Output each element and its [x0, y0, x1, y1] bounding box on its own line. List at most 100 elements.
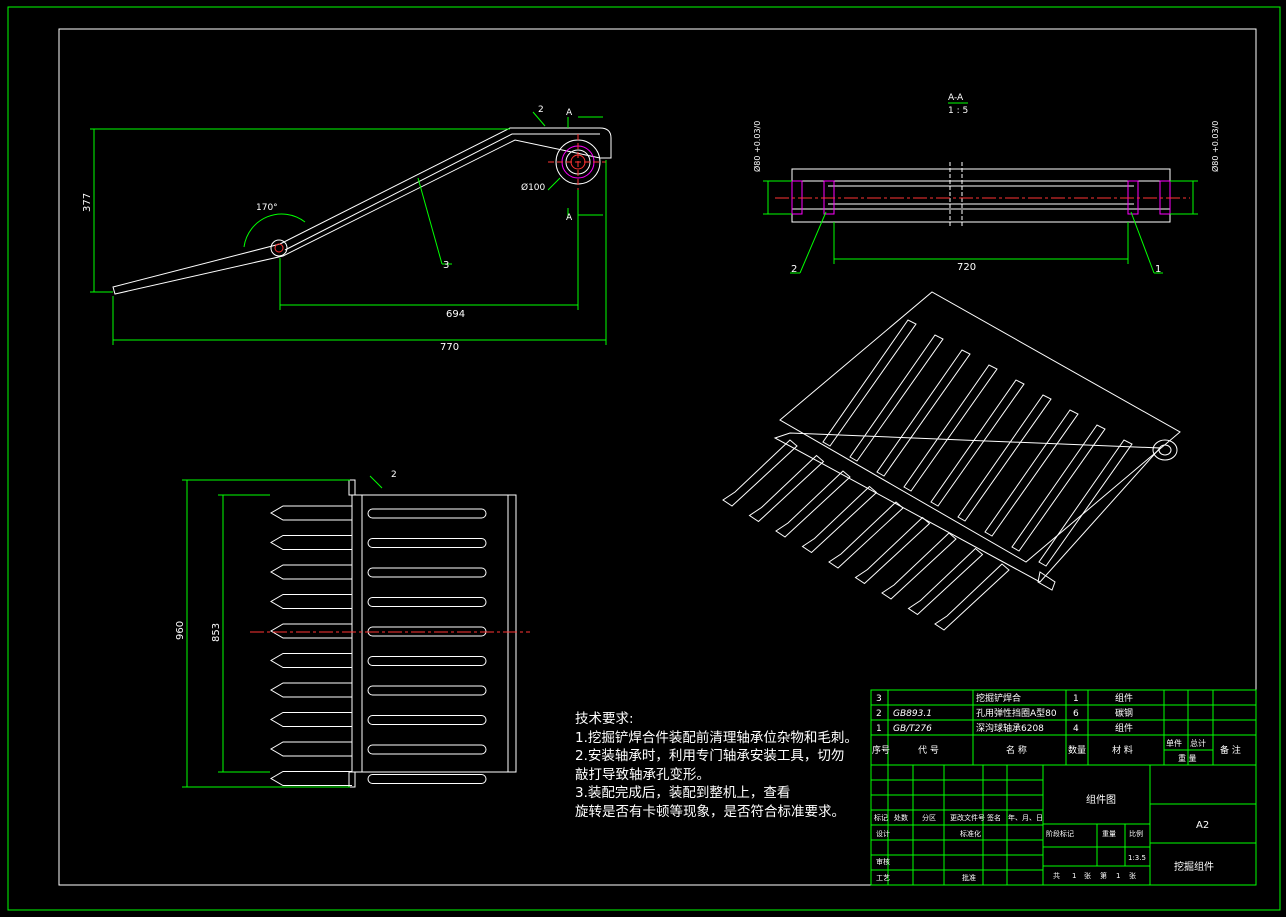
iso-front-tine: [801, 485, 878, 554]
iso-front-tine: [828, 501, 904, 569]
bom-header-unit: 单件: [1166, 738, 1182, 748]
iso-front-tine: [775, 470, 851, 538]
dim-377: 377: [82, 193, 93, 212]
dim-694: 694: [446, 309, 465, 320]
iso-front-tine: [722, 439, 798, 507]
bom-header-no: 序号: [872, 744, 890, 756]
bom-row-1-qty: 4: [1073, 724, 1079, 734]
tb-weight: 重量: [1102, 830, 1116, 838]
top-tine: [270, 771, 352, 786]
tb-sheets-total: 共: [1053, 871, 1060, 880]
tb-sheet-no: 第: [1100, 871, 1107, 880]
top-tine: [270, 623, 352, 639]
bom-header-total: 总计: [1190, 738, 1206, 748]
top-slot: [367, 538, 487, 548]
tb-review: 审核: [876, 857, 890, 866]
iso-front-tine: [934, 563, 1010, 631]
side-view: [112, 127, 612, 295]
tb-sheets-total-value: 1: [1072, 872, 1076, 880]
notes-line-1: 1.挖掘铲焊合件装配前清理轴承位杂物和毛刺。: [575, 729, 858, 746]
section-view: [775, 162, 1190, 228]
section-scale: 1 : 5: [948, 106, 968, 116]
inner-frame: [58, 28, 1257, 886]
dim-853: 853: [211, 623, 222, 642]
iso-back-tine: [903, 364, 998, 492]
section-view-dimensions: [763, 102, 1198, 274]
top-tine: [270, 594, 352, 609]
iso-front-tine: [907, 547, 984, 616]
notes-line-3: 敲打导致轴承孔变形。: [575, 766, 710, 783]
tb-mark: 标记: [874, 813, 888, 822]
bom-row-1-no: 1: [876, 724, 882, 734]
iso-back-tine: [849, 334, 944, 462]
dim-720: 720: [957, 262, 976, 273]
bom-header-code: 代 号: [918, 745, 939, 756]
top-slot: [367, 685, 487, 696]
top-tine: [270, 505, 352, 521]
bom-row-3-name: 挖掘铲焊合: [976, 692, 1021, 704]
tb-design: 设计: [876, 829, 890, 838]
top-slot: [367, 656, 487, 666]
dim-770: 770: [440, 342, 459, 353]
top-tine: [270, 682, 352, 698]
tb-ratio: 比例: [1129, 829, 1143, 838]
iso-front-tine: [748, 454, 825, 523]
outer-frame: [7, 6, 1281, 911]
top-slot: [367, 508, 487, 519]
section-view-labels: A-A 1 : 5 720 Ø80 +0.03/0 Ø80 +0.03/0 2 …: [752, 93, 1220, 275]
notes-line-4: 3.装配完成后，装配到整机上，查看: [575, 785, 791, 801]
iso-back-tine: [957, 394, 1052, 522]
top-weld-symbol: 2: [391, 470, 397, 480]
bom-row-1-code: GB/T276: [893, 724, 932, 734]
bom-row-1-name: 深沟球轴承6208: [976, 722, 1044, 734]
bom-row-2-qty: 6: [1073, 709, 1079, 719]
top-slot: [367, 597, 487, 607]
paper-size: A2: [1196, 820, 1209, 831]
bom-row-2-name: 孔用弹性挡圈A型80: [976, 707, 1057, 719]
notes-line-2: 2.安装轴承时，利用专门轴承安装工具，切勿: [575, 748, 845, 764]
top-view-labels: 960 853 2: [175, 470, 397, 642]
top-view-dimensions: [182, 475, 383, 788]
tb-count: 处数: [894, 813, 908, 822]
tb-stage: 阶段标记: [1046, 829, 1074, 838]
tb-change-doc: 更改文件号: [950, 813, 985, 822]
dim-960: 960: [175, 621, 186, 640]
bom-header-weight: 重 量: [1178, 753, 1197, 763]
bom-header-remark: 备 注: [1220, 744, 1241, 756]
tb-sign: 签名: [987, 813, 1001, 822]
iso-back-tine: [876, 349, 971, 477]
bom-row-2-no: 2: [876, 709, 882, 719]
technical-requirements: 技术要求: 1.挖掘铲焊合件装配前清理轴承位杂物和毛刺。 2.安装轴承时，利用专…: [575, 710, 858, 821]
top-view: [250, 479, 530, 788]
callout-1: 1: [1155, 264, 1161, 275]
scale-value: 1:3.5: [1128, 854, 1146, 862]
bom-row-2-material: 碳钢: [1115, 707, 1133, 719]
iso-back-tine: [822, 319, 917, 447]
dim-diameter: Ø100: [521, 182, 546, 193]
tb-sheets-unit: 张: [1084, 871, 1091, 880]
tb-zone: 分区: [922, 813, 936, 822]
iso-front-tine: [854, 516, 931, 585]
tb-process: 工艺: [876, 874, 890, 882]
bom-table: [870, 689, 1257, 766]
side-view-labels: 377 694 770 Ø100 170° 3 A A 2: [82, 105, 573, 353]
top-tine: [270, 712, 352, 727]
bom-header-qty: 数量: [1068, 744, 1086, 756]
top-slot: [367, 744, 487, 755]
bom-row-2-code: GB893.1: [893, 709, 932, 719]
side-view-dimensions: [90, 111, 607, 345]
top-slot: [367, 774, 487, 784]
tb-approve: 批准: [962, 873, 976, 882]
bom-row-3-no: 3: [876, 694, 882, 704]
title-block-text: 组件图 A2 挖掘组件 1:3.5 标记 处数 分区 更改文件号 签名 年、月、…: [874, 793, 1214, 882]
bom-text: 3 挖掘铲焊合 1 组件 2 GB893.1 孔用弹性挡圈A型80 6 碳钢 1…: [872, 692, 1241, 763]
notes-line-5: 旋转是否有卡顿等现象，是否符合标准要求。: [575, 803, 845, 820]
weld-symbol: 2: [538, 105, 544, 115]
top-tine: [270, 653, 352, 668]
tb-sheets-unit-2: 张: [1129, 871, 1136, 880]
bom-row-3-material: 组件: [1115, 692, 1133, 704]
isometric-view: [722, 291, 1181, 631]
iso-front-tine: [881, 532, 957, 600]
top-tine: [270, 535, 352, 550]
